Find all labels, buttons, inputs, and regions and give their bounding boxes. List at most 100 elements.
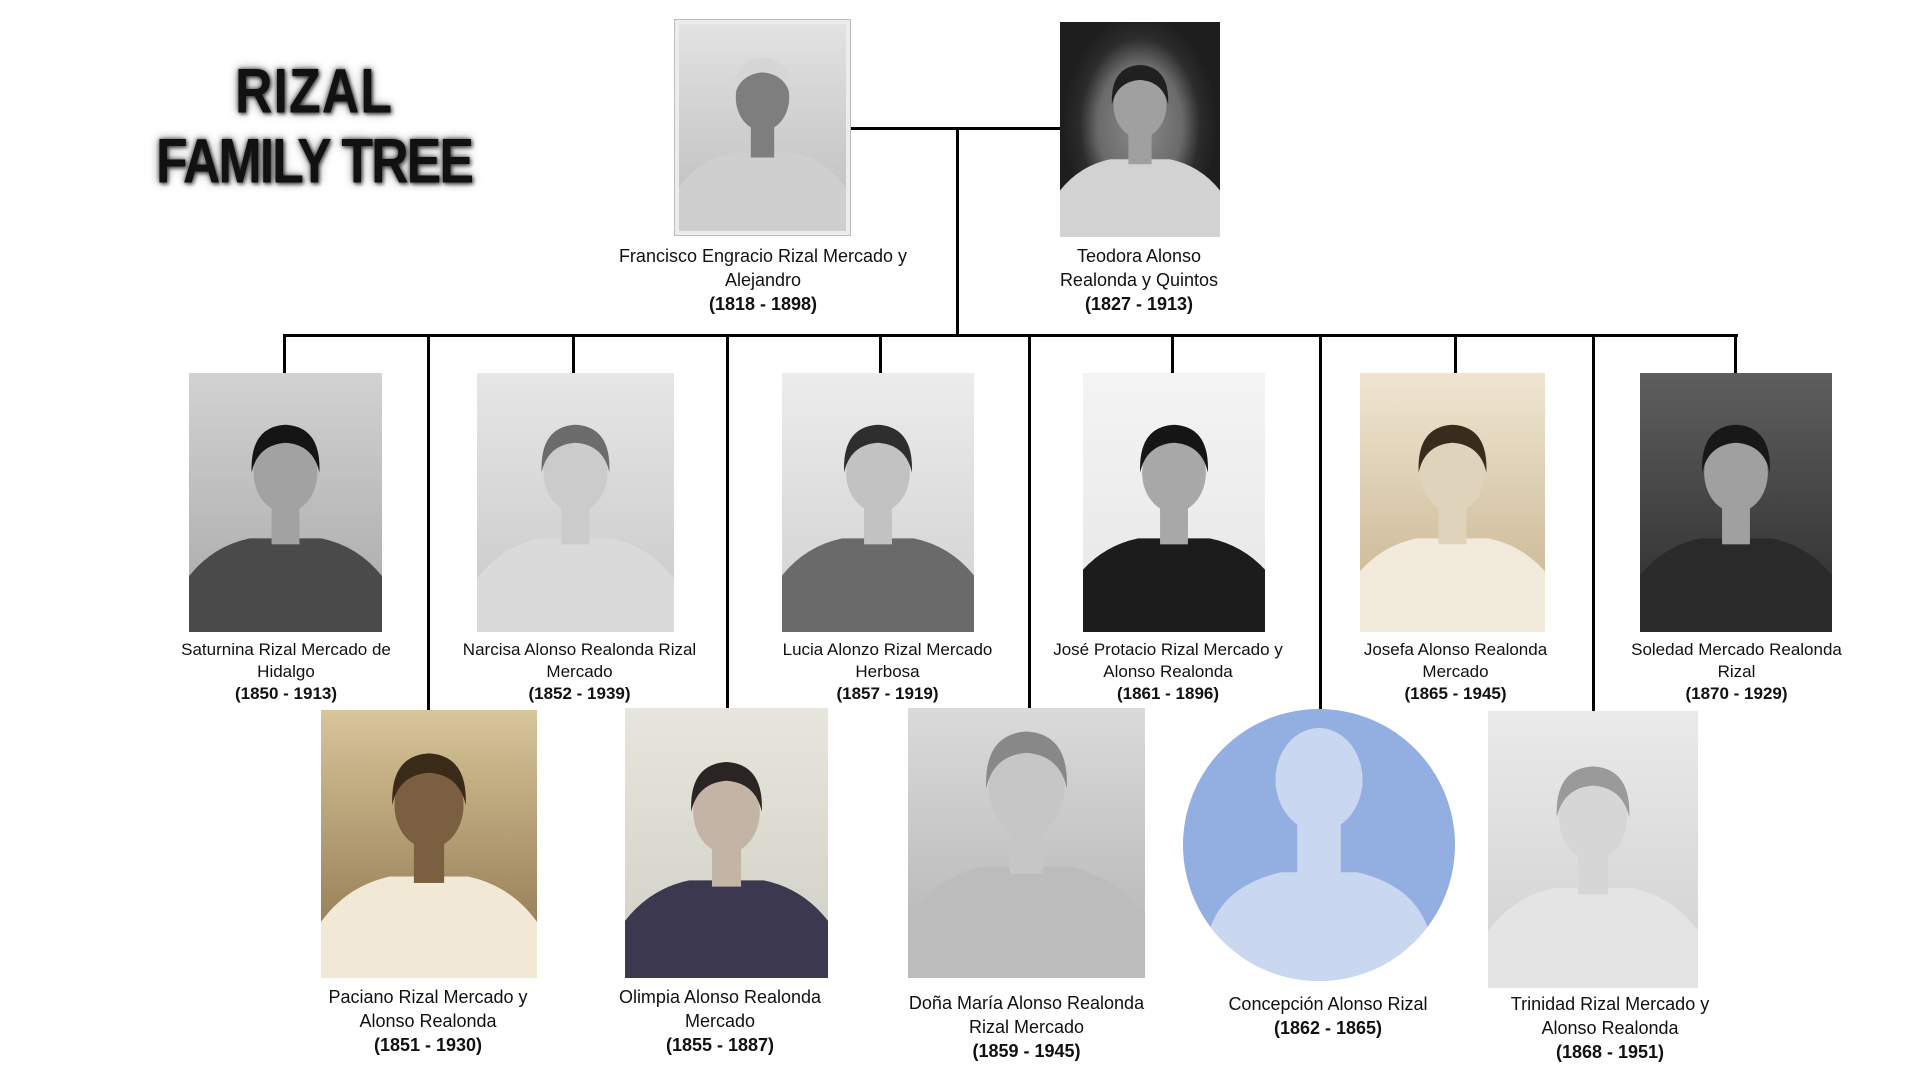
portrait-photo-lucia — [782, 373, 974, 632]
child-long-drop-connector — [726, 334, 729, 708]
page-title-line-1: RIZAL — [234, 56, 394, 128]
portrait-figure — [189, 424, 382, 632]
person-years: (1870 - 1929) — [1685, 684, 1788, 703]
person-years: (1850 - 1913) — [234, 684, 338, 703]
figure-head — [394, 762, 464, 849]
portrait-figure — [1360, 424, 1545, 632]
portrait-figure — [1640, 424, 1832, 632]
portrait-figure — [321, 753, 537, 978]
person-name: Narcisa Alonso Realonda Rizal Mercado — [462, 640, 697, 681]
silhouette-shoulders — [1204, 872, 1434, 981]
portrait-photo-saturnina — [189, 373, 382, 632]
child-drop-connector — [572, 334, 575, 373]
person-label-trinidad: Trinidad Rizal Mercado y Alonso Realonda… — [1495, 992, 1725, 1064]
portrait-photo-soledad — [1640, 373, 1832, 632]
person-label-josefa: Josefa Alonso Realonda Mercado (1865 - 1… — [1348, 639, 1563, 705]
figure-shoulders — [908, 866, 1145, 978]
child-drop-connector — [1734, 334, 1737, 373]
figure-shoulders — [1360, 538, 1545, 632]
figure-hair — [1702, 424, 1770, 473]
figure-hair — [734, 57, 791, 98]
person-years: (1827 - 1913) — [1084, 294, 1194, 314]
person-name: Soledad Mercado Realonda Rizal — [1631, 640, 1842, 681]
figure-hair — [251, 424, 320, 473]
person-label-saturnina: Saturnina Rizal Mercado de Hidalgo (1850… — [166, 639, 406, 705]
figure-shoulders — [625, 880, 828, 978]
figure-head — [1704, 432, 1768, 513]
portrait-photo-narcisa — [477, 373, 674, 632]
figure-hair — [392, 753, 466, 806]
person-label-jose: José Protacio Rizal Mercado y Alonso Rea… — [1043, 639, 1293, 705]
person-years: (1859 - 1945) — [972, 1041, 1081, 1061]
figure-head — [253, 432, 318, 513]
person-label-olimpia: Olimpia Alonso Realonda Mercado (1855 - … — [605, 985, 835, 1057]
siblings-bar-connector — [283, 334, 1738, 337]
person-name: Josefa Alonso Realonda Mercado — [1363, 640, 1548, 681]
child-drop-connector — [1171, 334, 1174, 373]
avatar-placeholder-concepcion — [1183, 709, 1455, 981]
marriage-connector — [850, 127, 1060, 130]
person-years: (1862 - 1865) — [1273, 1018, 1383, 1038]
person-label-concepcion: Concepción Alonso Rizal (1862 - 1865) — [1178, 992, 1478, 1040]
person-years: (1868 - 1951) — [1555, 1042, 1665, 1062]
page-title-line-2: FAMILY TREE — [155, 126, 474, 198]
person-years: (1852 - 1939) — [528, 684, 631, 703]
person-name: Teodora Alonso Realonda y Quintos — [1059, 246, 1219, 290]
person-name: Saturnina Rizal Mercado de Hidalgo — [181, 640, 391, 681]
portrait-photo-trinidad — [1488, 711, 1698, 988]
person-years: (1857 - 1919) — [836, 684, 939, 703]
child-long-drop-connector — [1319, 334, 1322, 709]
figure-hair — [1140, 424, 1208, 473]
portrait-photo-paciano — [321, 710, 537, 978]
portrait-figure — [782, 424, 974, 632]
figure-hair — [1556, 766, 1630, 818]
figure-head — [543, 432, 608, 513]
person-label-soledad: Soledad Mercado Realonda Rizal (1870 - 1… — [1624, 639, 1849, 705]
person-years: (1855 - 1887) — [665, 1035, 775, 1055]
portrait-figure — [908, 731, 1145, 978]
figure-head — [693, 770, 760, 854]
figure-hair — [1111, 65, 1169, 105]
portrait-photo-maria — [908, 708, 1145, 978]
figure-hair — [691, 762, 762, 812]
figure-shoulders — [679, 152, 846, 231]
portrait-figure — [625, 762, 828, 978]
portrait-figure — [679, 57, 846, 231]
person-name: Paciano Rizal Mercado y Alonso Realonda — [328, 987, 528, 1031]
figure-head — [1420, 432, 1485, 513]
person-name: Trinidad Rizal Mercado y Alonso Realonda — [1510, 994, 1710, 1038]
child-drop-connector — [1454, 334, 1457, 373]
child-long-drop-connector — [1592, 334, 1595, 711]
person-label-father: Francisco Engracio Rizal Mercado y Aleja… — [598, 244, 928, 316]
portrait-figure — [1488, 766, 1698, 988]
person-label-mother: Teodora Alonso Realonda y Quintos (1827 … — [1044, 244, 1234, 316]
figure-shoulders — [321, 876, 537, 978]
person-silhouette-icon — [1204, 728, 1434, 981]
portrait-photo-olimpia — [625, 708, 828, 978]
figure-head — [988, 741, 1065, 836]
person-name: Doña María Alonso Realonda Rizal Mercado — [908, 993, 1145, 1037]
figure-head — [846, 432, 910, 513]
portrait-figure — [1083, 424, 1265, 632]
figure-shoulders — [1083, 538, 1265, 632]
figure-shoulders — [1060, 159, 1220, 237]
portrait-photo-mother — [1060, 22, 1220, 237]
person-years: (1818 - 1898) — [708, 294, 818, 314]
figure-hair — [1418, 424, 1487, 473]
person-years: (1851 - 1930) — [373, 1035, 483, 1055]
portrait-photo-jose — [1083, 373, 1265, 632]
child-long-drop-connector — [1028, 334, 1031, 708]
child-drop-connector — [283, 334, 286, 373]
silhouette-head — [1275, 728, 1363, 832]
person-label-lucia: Lucia Alonzo Rizal Mercado Herbosa (1857… — [770, 639, 1005, 705]
figure-head — [1558, 774, 1628, 861]
figure-shoulders — [1488, 887, 1698, 988]
person-name: Olimpia Alonso Realonda Mercado — [618, 987, 822, 1031]
figure-shoulders — [782, 538, 974, 632]
person-name: José Protacio Rizal Mercado y Alonso Rea… — [1053, 640, 1283, 681]
figure-shoulders — [477, 538, 674, 632]
portrait-photo-josefa — [1360, 373, 1545, 632]
figure-head — [1142, 432, 1206, 513]
child-long-drop-connector — [427, 334, 430, 710]
